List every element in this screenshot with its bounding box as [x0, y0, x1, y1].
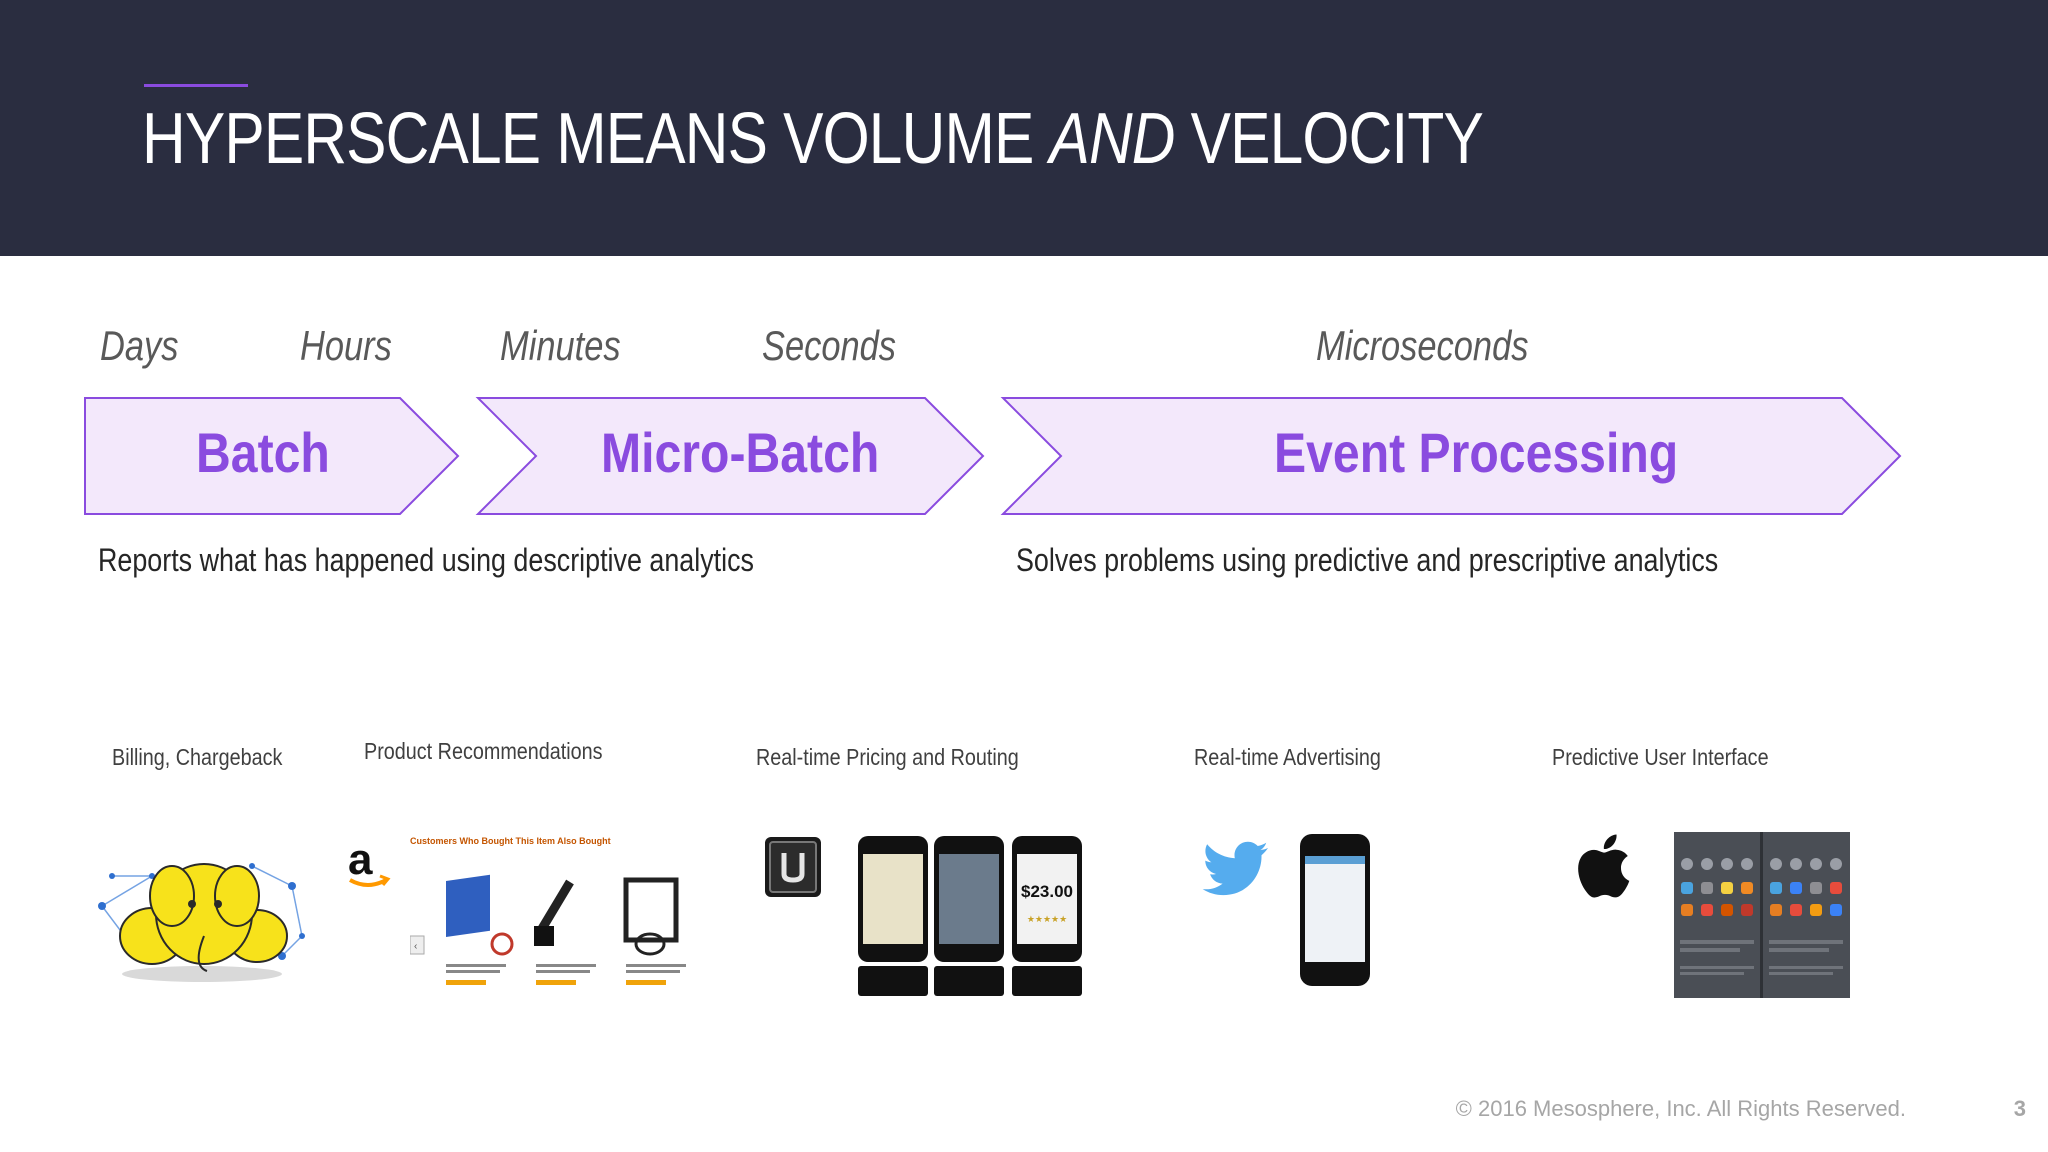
batch-label: Batch	[196, 421, 330, 484]
timescale-microseconds: Microseconds	[1316, 322, 1529, 369]
timescale-days: Days	[100, 322, 179, 369]
uber-phone-driver	[934, 836, 1004, 962]
event-processing-arrow	[1000, 397, 1902, 515]
amazon-panel-header: Customers Who Bought This Item Also Boug…	[410, 836, 611, 846]
header-band	[0, 0, 2048, 256]
svg-text:‹: ‹	[414, 941, 417, 952]
timescale-hours: Hours	[300, 322, 392, 369]
apple-logo-icon	[1578, 834, 1630, 898]
micro-batch-arrow	[475, 397, 985, 515]
uber-logo-icon	[765, 837, 821, 897]
usecase-pricing-routing: Real-time Pricing and Routing	[756, 744, 1019, 770]
predictive-ui-screenshot	[1674, 832, 1850, 998]
timescale-seconds: Seconds	[762, 322, 897, 369]
uber-phone-fare: $23.00 ★★★★★	[1012, 836, 1082, 962]
hadoop-elephant-icon	[98, 863, 305, 982]
event-processing-label: Event Processing	[1274, 421, 1679, 484]
description-right: Solves problems using predictive and pre…	[1016, 542, 1719, 578]
batch-arrow	[84, 397, 460, 515]
uber-captions	[858, 966, 1082, 1000]
page-number: 3	[2013, 1096, 2026, 1121]
svg-text:a: a	[348, 838, 373, 884]
twitter-phone	[1300, 834, 1370, 986]
uber-phone-map	[858, 836, 928, 962]
slide-title: HYPERSCALE MEANS VOLUME AND VELOCITY	[142, 98, 1484, 180]
usecase-recommendations: Product Recommendations	[364, 738, 603, 764]
twitter-bird-icon	[1202, 841, 1268, 896]
usecase-advertising: Real-time Advertising	[1194, 744, 1381, 770]
usecase-predictive-ui: Predictive User Interface	[1552, 744, 1769, 770]
micro-batch-label: Micro-Batch	[601, 421, 880, 484]
accent-line	[144, 84, 248, 87]
usecase-billing: Billing, Chargeback	[112, 744, 283, 770]
amazon-product-thumbs: ‹	[409, 874, 686, 985]
title-part-1: HYPERSCALE MEANS VOLUME	[142, 99, 1050, 179]
title-part-2: VELOCITY	[1174, 99, 1484, 179]
amazon-recommendations-panel: Customers Who Bought This Item Also Boug…	[409, 836, 720, 996]
rating-stars-icon: ★★★★★	[1026, 914, 1068, 924]
processing-arrows	[84, 397, 1902, 515]
title-emphasis: AND	[1049, 99, 1175, 179]
timescale-minutes: Minutes	[500, 322, 621, 369]
description-left: Reports what has happened using descript…	[98, 542, 754, 578]
amazon-logo-icon: a	[348, 838, 391, 887]
uber-fare-amount: $23.00	[1021, 882, 1073, 901]
footer-copyright: © 2016 Mesosphere, Inc. All Rights Reser…	[1455, 1096, 1906, 1121]
ios-app-icons	[1680, 858, 1843, 975]
